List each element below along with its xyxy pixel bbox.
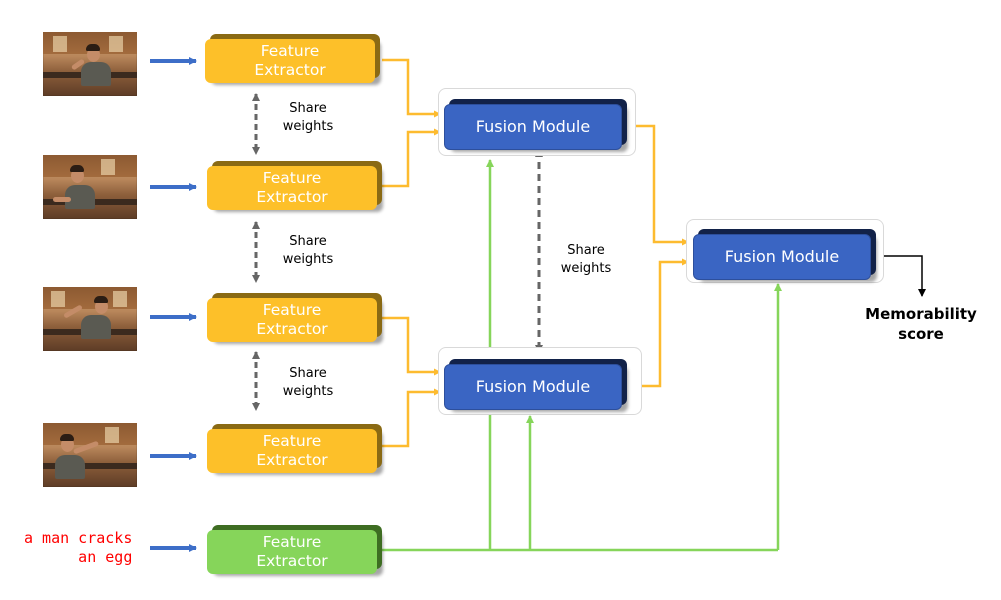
share-weights-2-line2: weights bbox=[282, 252, 334, 267]
output-line2: score bbox=[898, 325, 944, 343]
feature-extractor-2-line2: Extractor bbox=[256, 188, 328, 206]
share-weights-1-line1: Share bbox=[289, 101, 327, 116]
wire-fe3-to-fm2 bbox=[382, 316, 441, 376]
text-feature-extractor-line2: Extractor bbox=[256, 552, 328, 570]
share-weights-3-line1: Share bbox=[289, 366, 327, 381]
feature-extractor-3: Feature Extractor bbox=[207, 298, 377, 342]
fusion-module-1: Fusion Module bbox=[444, 104, 622, 150]
fusion-module-2: Fusion Module bbox=[444, 364, 622, 410]
share-weights-label-3: Share weights bbox=[268, 365, 348, 401]
feature-extractor-4: Feature Extractor bbox=[207, 429, 377, 473]
output-arrow bbox=[882, 255, 926, 297]
feature-extractor-3-line2: Extractor bbox=[256, 320, 328, 338]
video-frame-1 bbox=[43, 32, 137, 96]
output-label: Memorability score bbox=[846, 304, 996, 344]
text-feature-extractor: Feature Extractor bbox=[207, 530, 377, 574]
share-weights-fusion-line1: Share bbox=[567, 243, 605, 258]
caption-text: a man cracks an egg bbox=[24, 529, 133, 566]
video-frame-2 bbox=[43, 155, 137, 219]
share-weights-label-1: Share weights bbox=[268, 100, 348, 136]
feature-extractor-4-line2: Extractor bbox=[256, 451, 328, 469]
share-weights-label-2: Share weights bbox=[268, 233, 348, 269]
wire-fe4-to-fm2 bbox=[382, 388, 441, 448]
feature-extractor-1: Feature Extractor bbox=[205, 39, 375, 83]
fusion-module-3: Fusion Module bbox=[693, 234, 871, 280]
share-weights-3-line2: weights bbox=[282, 384, 334, 399]
output-line1: Memorability bbox=[865, 305, 977, 323]
share-weights-fusion-line2: weights bbox=[560, 261, 612, 276]
wire-fe1-to-fm1 bbox=[382, 58, 441, 118]
share-weights-2-line1: Share bbox=[289, 234, 327, 249]
feature-extractor-4-line1: Feature bbox=[262, 432, 322, 450]
share-weights-1-line2: weights bbox=[282, 119, 334, 134]
feature-extractor-2-line1: Feature bbox=[262, 169, 322, 187]
text-feature-extractor-line1: Feature bbox=[262, 533, 322, 551]
feature-extractor-1-line2: Extractor bbox=[254, 61, 326, 79]
feature-extractor-2: Feature Extractor bbox=[207, 166, 377, 210]
video-frame-4 bbox=[43, 423, 137, 487]
video-frame-3 bbox=[43, 287, 137, 351]
feature-extractor-3-line1: Feature bbox=[262, 301, 322, 319]
feature-extractor-1-line1: Feature bbox=[260, 42, 320, 60]
wire-fe2-to-fm1 bbox=[382, 128, 441, 188]
share-weights-label-fusion: Share weights bbox=[546, 242, 626, 278]
